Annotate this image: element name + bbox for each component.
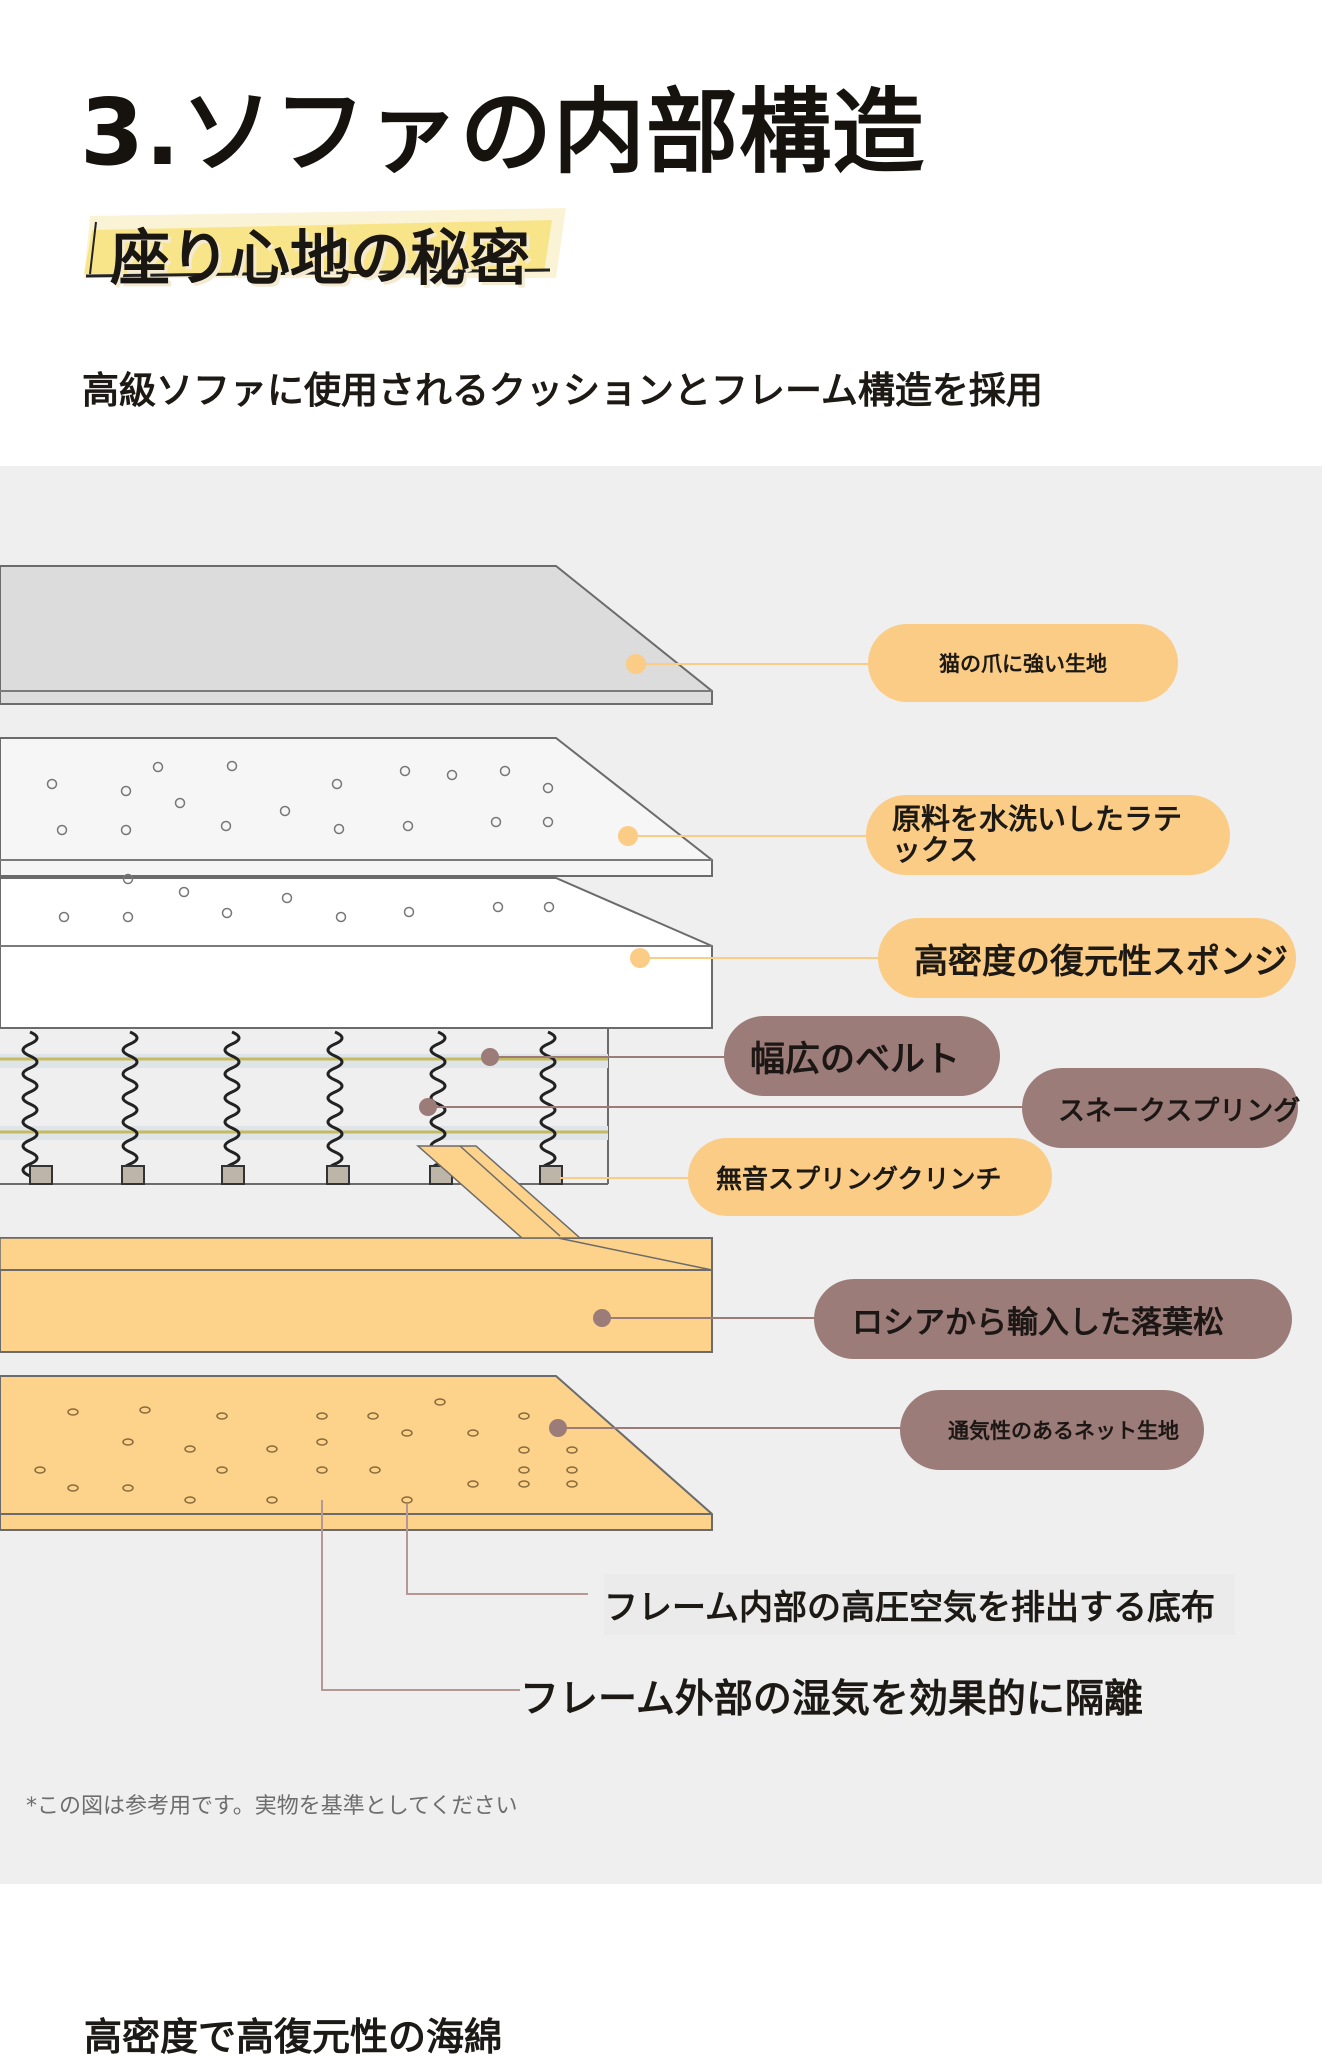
label-moisture: フレーム外部の湿気を効果的に隔離 — [520, 1677, 1143, 1722]
label-larch-text: ロシアから輸入した落葉松 — [852, 1304, 1224, 1341]
highlight-marker-shape — [84, 208, 566, 278]
label-belt: 幅広のベルト — [724, 1016, 1000, 1096]
leader-dots — [419, 654, 650, 1437]
label-clinch-text: 無音スプリングクリンチ — [716, 1164, 1002, 1195]
label-sponge-text: 高密度の復元性スポンジ — [914, 941, 1288, 982]
disclaimer-note: *この図は参考用です。実物を基準としてください — [26, 1794, 518, 1819]
subtitle-badge: 座り心地の秘密 — [82, 200, 567, 294]
label-fabric: 猫の爪に強い生地 — [868, 624, 1178, 702]
fabric-layer — [0, 565, 713, 705]
label-belt-text: 幅広のベルト — [750, 1039, 961, 1080]
label-sponge: 高密度の復元性スポンジ — [878, 918, 1296, 998]
label-latex-line1: 原料を水洗いしたラテ — [892, 802, 1183, 836]
next-section-heading: 高密度で高復元性の海綿 — [84, 2015, 503, 2059]
spring-layer — [0, 1027, 609, 1185]
label-larch: ロシアから輸入した落葉松 — [814, 1279, 1292, 1359]
section-title: 3.ソファの内部構造 — [80, 79, 925, 186]
label-fabric-text: 猫の爪に強い生地 — [939, 652, 1107, 676]
label-bottom-cloth: フレーム内部の高圧空気を排出する底布 — [604, 1574, 1235, 1635]
label-clinch: 無音スプリングクリンチ — [688, 1138, 1052, 1216]
label-latex-line2: ックス — [892, 833, 979, 867]
label-latex: 原料を水洗いしたラテ ックス — [866, 795, 1230, 875]
intro-text: 高級ソファに使用されるクッションとフレーム構造を採用 — [82, 369, 1043, 412]
label-spring: スネークスプリング — [1022, 1068, 1301, 1148]
layer-diagram — [0, 565, 1024, 1691]
label-spring-text: スネークスプリング — [1058, 1095, 1301, 1127]
label-net-fabric-text: 通気性のあるネット生地 — [948, 1419, 1179, 1443]
leader-lines — [321, 663, 1024, 1691]
wood-frame-layer — [0, 1145, 713, 1353]
latex-layer — [0, 737, 713, 877]
label-net-fabric: 通気性のあるネット生地 — [900, 1390, 1204, 1470]
sponge-layer — [0, 873, 713, 1029]
net-fabric-layer — [0, 1375, 713, 1531]
subtitle-text: 座り心地の秘密 — [110, 224, 530, 294]
